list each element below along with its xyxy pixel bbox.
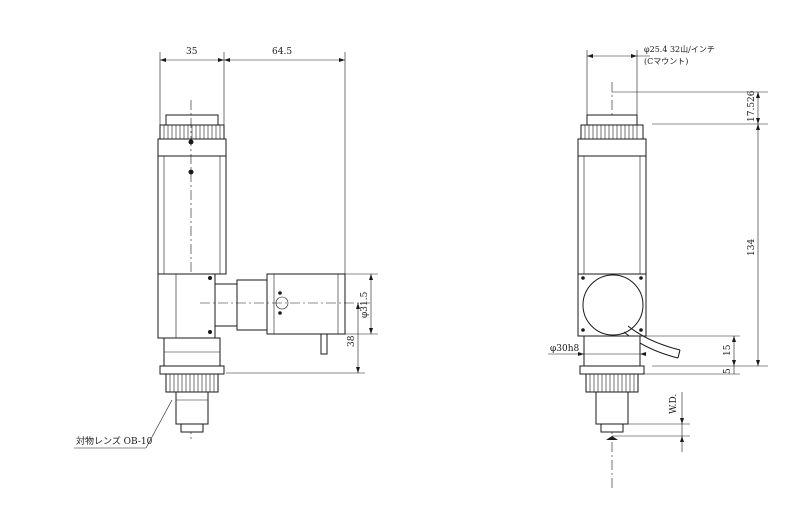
right-wd-dimension: W.D. [606,392,690,452]
left-cmount-top [157,114,227,157]
right-vertical-dimensions: 17.526 134 [612,90,768,367]
right-thread-dimension: φ25.4 32山/インチ (Cマウント) [586,44,715,124]
left-side-arm [200,273,370,355]
right-cube-block [577,273,681,359]
left-objective-lens [175,391,209,433]
left-view: 35 64.5 [74,47,378,449]
dim-phi-31-5-label: φ31.5 [360,291,370,318]
left-top-dimensions: 35 64.5 [159,47,346,282]
dim-5-label: 5 [723,368,733,374]
left-main-tube [157,100,227,440]
dim-17-526-label: 17.526 [747,90,757,122]
right-small-dimensions: 15 5 [640,335,740,375]
right-cmount-top [577,114,647,157]
dim-35-label: 35 [186,47,198,57]
dim-wd-label: W.D. [669,394,679,414]
dim-phi30h8-label: φ30h8 [550,344,580,354]
dim-thread-label: φ25.4 32山/インチ [644,44,715,54]
objective-callout: 対物レンズ OB-10 [74,399,173,449]
right-view: φ25.4 32山/インチ (Cマウント) 17.526 134 [548,44,768,490]
right-lower-section [579,335,645,433]
left-nosepiece [159,337,225,393]
dim-38-label: 38 [347,335,357,347]
left-side-dimensions: φ31.5 38 [226,273,378,374]
dim-64-5-label: 64.5 [272,47,292,57]
objective-label: 対物レンズ OB-10 [76,435,153,447]
dim-thread-note: (Cマウント) [644,57,688,66]
dim-134-label: 134 [747,239,757,256]
right-main-tube [577,155,647,275]
dim-15-label: 15 [723,344,733,356]
right-phi30-dimension: φ30h8 [548,344,646,356]
left-cube-block [157,273,216,339]
